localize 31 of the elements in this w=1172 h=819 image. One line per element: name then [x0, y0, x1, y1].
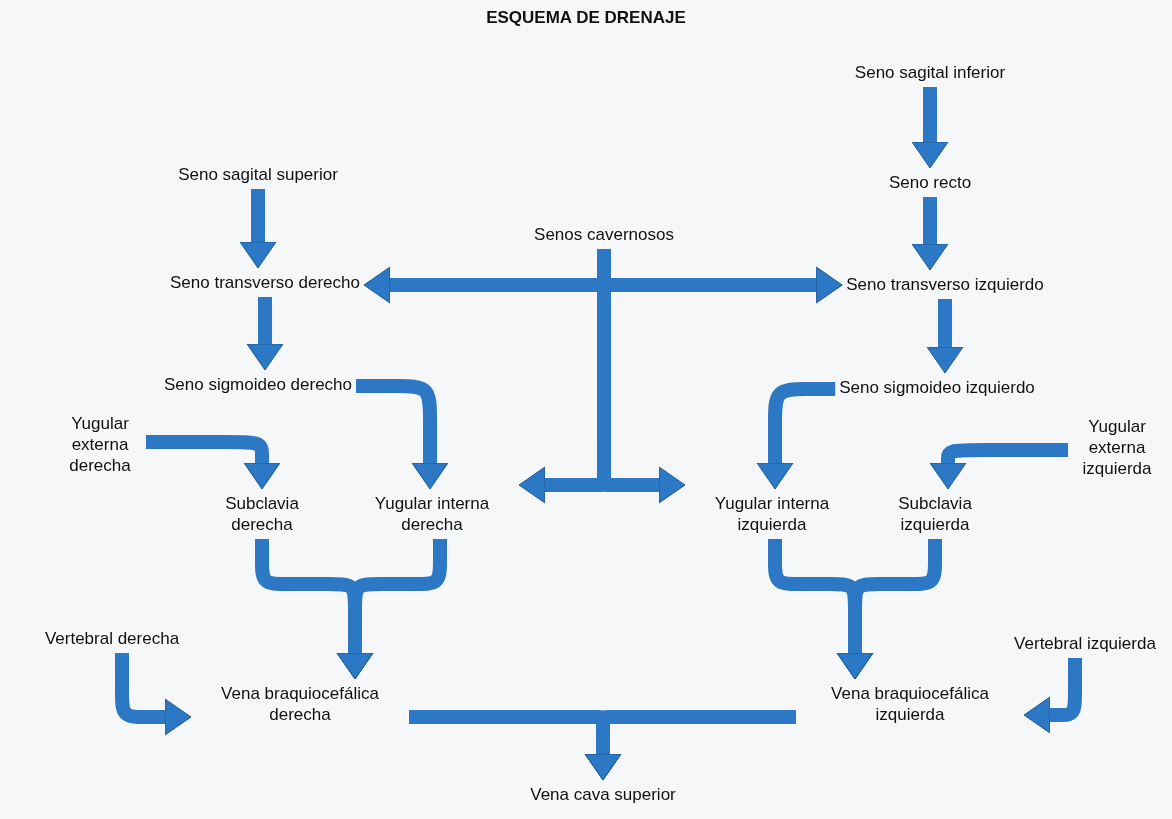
arrow: [239, 189, 277, 269]
arrow: [115, 653, 192, 736]
node-label: Vertebral izquierda: [1014, 633, 1156, 654]
node-label: Seno transverso derecho: [170, 272, 360, 293]
arrow: [911, 197, 949, 271]
node-label: Vena braquiocefálica izquierda: [800, 683, 1020, 725]
arrow: [356, 379, 449, 490]
arrow: [911, 87, 949, 169]
node-label: Yugular interna izquierda: [689, 493, 855, 535]
node-label: Seno sigmoideo derecho: [163, 374, 353, 395]
node-label: Vena cava superior: [530, 784, 676, 805]
arrow: [584, 710, 796, 781]
node-label: Seno sagital superior: [178, 164, 338, 185]
diagram-title: ESQUEMA DE DRENAJE: [486, 8, 686, 28]
arrow: [246, 297, 284, 371]
node-label: Seno recto: [888, 172, 972, 193]
node-label: Seno sigmoideo izquierdo: [839, 377, 1035, 398]
arrow: [146, 435, 281, 490]
node-label: Subclavia derecha: [212, 493, 312, 535]
arrow: [926, 299, 964, 374]
node-label: Senos cavernosos: [534, 224, 674, 245]
node-label: Yugular externa derecha: [58, 413, 142, 476]
arrow: [756, 382, 838, 490]
node-label: Seno sagital inferior: [854, 62, 1006, 83]
node-label: Subclavia izquierda: [885, 493, 985, 535]
node-label: Vertebral derecha: [44, 628, 180, 649]
node-label: Vena braquiocefálica derecha: [195, 683, 405, 725]
node-label: Yugular externa izquierda: [1072, 416, 1162, 479]
node-label: Seno transverso izquierdo: [846, 274, 1044, 295]
node-label: Yugular interna derecha: [349, 493, 515, 535]
arrow: [929, 443, 1068, 490]
